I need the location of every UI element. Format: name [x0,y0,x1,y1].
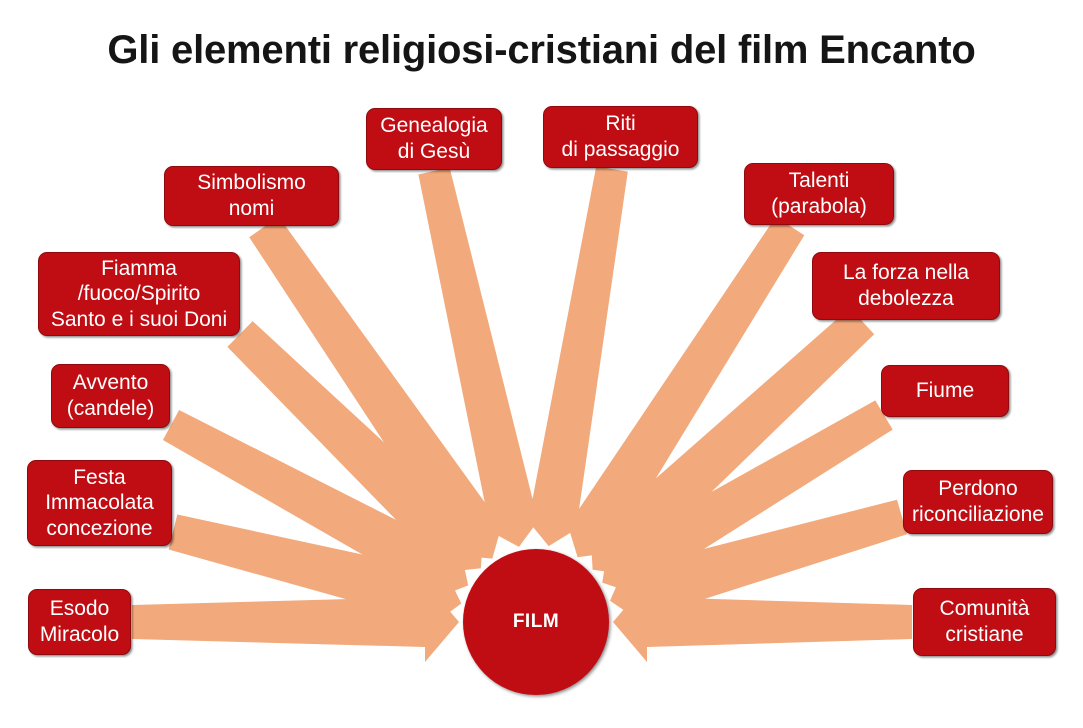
node-label: Simbolismo nomi [197,171,306,220]
node-la-forza-nella-debolezza[interactable]: La forza nella debolezza [812,252,1000,320]
arrow-riti-di-passaggio [515,166,628,547]
node-label: Talenti (parabola) [771,169,867,218]
arrow-fiume [602,400,893,600]
node-genealogia-di-gesu[interactable]: Genealogia di Gesù [366,108,502,170]
arrow-festa-immacolata-concezione [168,514,462,636]
arrow-genealogia-di-gesu [418,167,550,547]
node-label: Riti di passaggio [561,112,680,161]
arrow-avvento-candele [162,410,469,605]
arrow-comunita-cristiane [613,582,912,662]
node-comunita-cristiane[interactable]: Comunità cristiane [913,588,1056,656]
node-label: Comunità cristiane [939,597,1030,646]
node-label: Avvento (candele) [66,371,155,420]
node-label: Fiamma /fuoco/Spirito Santo e i suoi Don… [50,256,228,331]
center-node-film[interactable]: FILM [463,549,609,695]
arrow-la-forza-nella-debolezza [589,307,875,577]
node-fiamma-fuoco-spirito-santo[interactable]: Fiamma /fuoco/Spirito Santo e i suoi Don… [38,252,240,336]
node-label: La forza nella debolezza [842,261,970,310]
arrow-talenti-parabola [562,216,805,558]
node-label: Esodo Miracolo [39,597,120,646]
arrow-simbolismo-nomi [249,216,507,559]
node-esodo-miracolo[interactable]: Esodo Miracolo [28,589,131,655]
arrow-perdono-riconciliazione [610,499,907,631]
node-label: Fiume [915,379,975,403]
node-riti-di-passaggio[interactable]: Riti di passaggio [543,106,698,168]
arrow-fiamma-fuoco-spirito-santo [227,321,485,574]
node-label: Perdono riconciliazione [912,477,1044,526]
node-festa-immacolata-concezione[interactable]: Festa Immacolata concezione [27,460,172,546]
node-avvento-candele[interactable]: Avvento (candele) [51,364,170,428]
node-simbolismo-nomi[interactable]: Simbolismo nomi [164,166,339,226]
page-title: Gli elementi religiosi-cristiani del fil… [107,28,976,72]
node-perdono-riconciliazione[interactable]: Perdono riconciliazione [903,470,1053,534]
node-talenti-parabola[interactable]: Talenti (parabola) [744,163,894,225]
center-node-label: FILM [512,611,560,632]
node-label: Genealogia di Gesù [380,114,488,163]
node-label: Festa Immacolata concezione [45,465,154,540]
node-fiume[interactable]: Fiume [881,365,1009,417]
